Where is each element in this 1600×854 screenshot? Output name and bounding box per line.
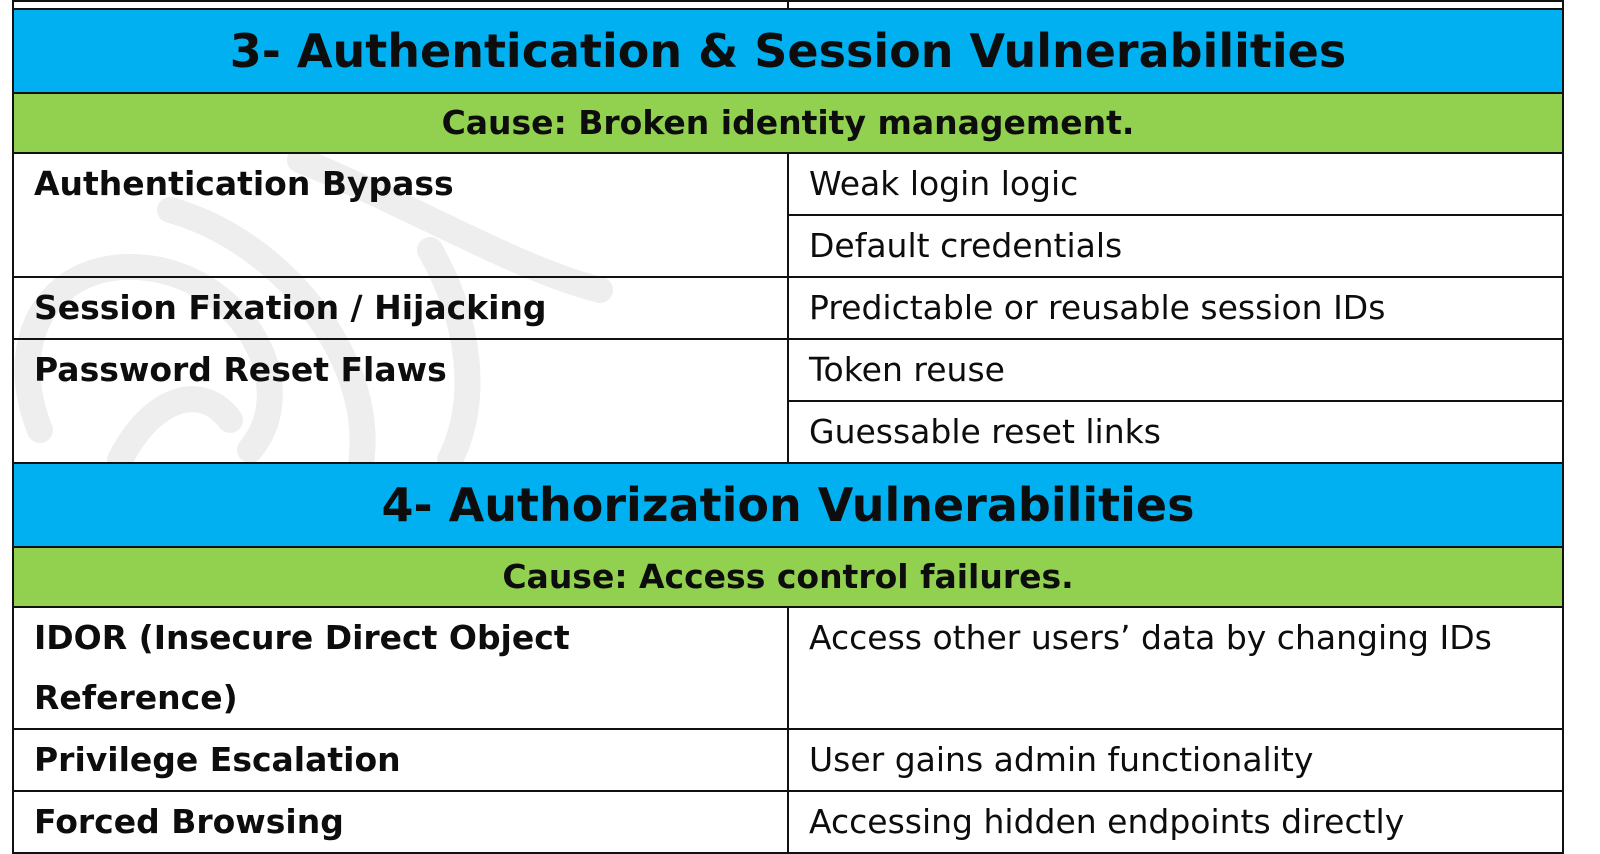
table-row: Session Fixation / Hijacking Predictable… — [12, 276, 1564, 340]
vulnerability-detail: Predictable or reusable session IDs — [787, 276, 1564, 340]
vulnerability-name: Authentication Bypass — [12, 152, 789, 278]
cause-row-authorization: Cause: Access control failures. — [12, 546, 1564, 608]
vulnerability-table: 3- Authentication & Session Vulnerabilit… — [12, 0, 1564, 854]
table-row: Password Reset Flaws Token reuse — [12, 338, 1564, 464]
vulnerability-name: Privilege Escalation — [12, 728, 789, 792]
table-row: Forced Browsing Accessing hidden endpoin… — [12, 790, 1564, 854]
cause-row-authentication: Cause: Broken identity management. — [12, 92, 1564, 154]
table-row: Privilege Escalation User gains admin fu… — [12, 728, 1564, 792]
table-row: IDOR (Insecure Direct Object Reference) … — [12, 606, 1564, 730]
section-header-authentication: 3- Authentication & Session Vulnerabilit… — [12, 8, 1564, 94]
cause-text: Cause: Access control failures. — [12, 546, 1564, 608]
vulnerability-name: Forced Browsing — [12, 790, 789, 854]
table-row: Default credentials — [13, 214, 1564, 278]
table-row: Authentication Bypass Weak login logic — [12, 152, 1564, 278]
vulnerability-detail: User gains admin functionality — [787, 728, 1564, 792]
table-top-stub — [12, 0, 1564, 10]
vulnerability-detail: Default credentials — [787, 214, 1564, 278]
vulnerability-name: Password Reset Flaws — [12, 338, 789, 464]
vulnerability-name: IDOR (Insecure Direct Object Reference) — [12, 606, 789, 730]
vulnerability-detail: Guessable reset links — [787, 400, 1564, 464]
vulnerability-detail: Accessing hidden endpoints directly — [787, 790, 1564, 854]
cause-text: Cause: Broken identity management. — [12, 92, 1564, 154]
vulnerability-detail: Weak login logic — [787, 152, 1564, 216]
section-header-authorization: 4- Authorization Vulnerabilities — [12, 462, 1564, 548]
section-title: 3- Authentication & Session Vulnerabilit… — [12, 8, 1564, 94]
table-row: Guessable reset links — [13, 400, 1564, 464]
vulnerability-detail: Token reuse — [787, 338, 1564, 402]
vulnerability-detail: Access other users’ data by changing IDs — [787, 606, 1564, 730]
section-title: 4- Authorization Vulnerabilities — [12, 462, 1564, 548]
vulnerability-name: Session Fixation / Hijacking — [12, 276, 789, 340]
